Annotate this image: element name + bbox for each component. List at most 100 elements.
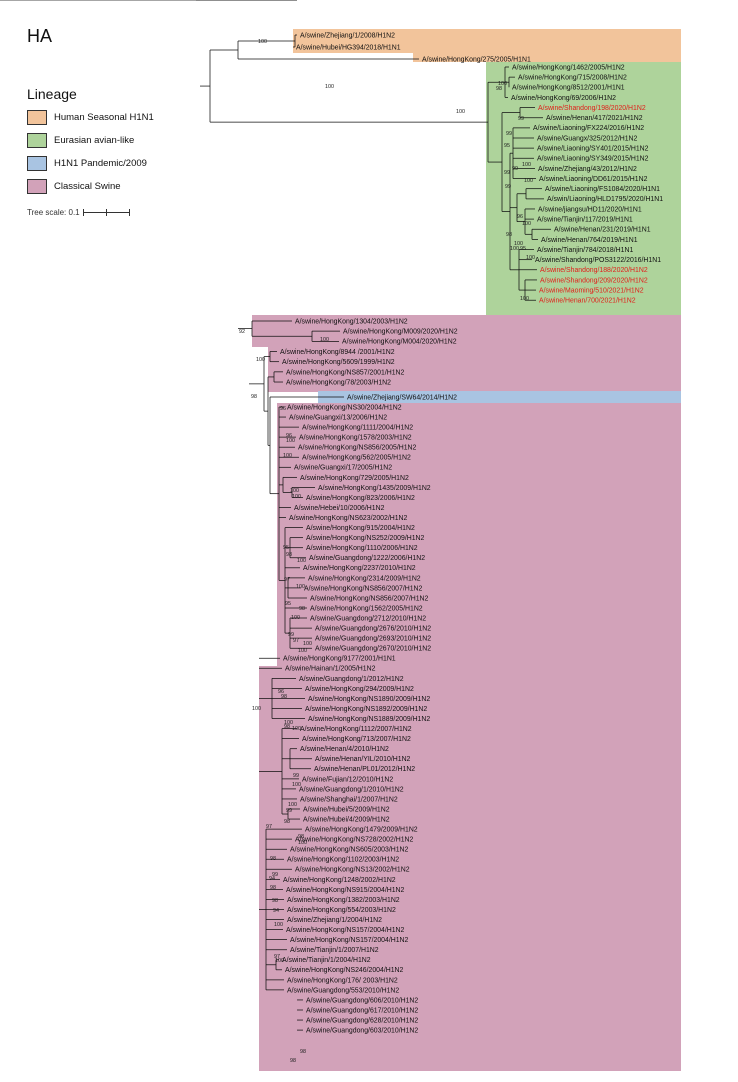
bootstrap-value: 100 <box>286 438 295 444</box>
bootstrap-value: 97 <box>293 638 299 644</box>
taxon-label: A/swine/HongKong/NS915/2004/H1N2 <box>286 887 405 894</box>
bootstrap-value: 100 <box>514 241 523 247</box>
taxon-label: A/swine/HongKong/M004/2020/H1N2 <box>342 339 457 346</box>
bootstrap-value: 98 <box>286 552 292 558</box>
taxon-label: A/swine/HongKong/562/2005/H1N2 <box>302 455 411 462</box>
taxon-label: A/swine/Shandong/198/2020/H1N2 <box>538 105 646 112</box>
taxon-label: A/swine/HongKong/2314/2009/H1N2 <box>308 575 421 582</box>
bootstrap-value: 97 <box>284 577 290 583</box>
taxon-label: A/swine/Hainan/1/2005/H1N2 <box>285 666 376 673</box>
bootstrap-value: 100 <box>498 81 507 87</box>
lineage-box-human-seasonal <box>413 52 681 62</box>
legend-item-human-seasonal: Human Seasonal H1N1 <box>27 106 154 129</box>
taxon-label: A/swine/HongKong/NS157/2004/H1N2 <box>286 927 405 934</box>
bootstrap-value: 98 <box>251 394 257 400</box>
tree-scale: Tree scale: 0.1 <box>27 208 130 217</box>
taxon-label: A/swine/Zhejiang/1/2004/H1N2 <box>287 917 382 924</box>
taxon-label: A/swine/Zhejiang/SW64/2014/H1N2 <box>347 394 457 401</box>
taxon-label: A/swine/Henan/231/2019/H1N1 <box>554 227 651 234</box>
taxon-label: A/swine/Henan/4/2010/H1N2 <box>300 746 389 753</box>
taxon-label: A/swine/HongKong/NS623/2002/H1N2 <box>289 515 408 522</box>
taxon-label: A/swine/Hubei/HG394/2018/H1N1 <box>296 44 401 51</box>
taxon-label: A/swine/HongKong/NS1892/2009/H1N2 <box>305 706 427 713</box>
bootstrap-value: 100 <box>510 246 519 252</box>
bootstrap-value: 95 <box>285 601 291 607</box>
taxon-label: A/swine/Guangdong/603/2010/H1N2 <box>306 1028 418 1035</box>
taxon-label: A/swine/HongKong/713/2007/H1N2 <box>302 736 411 743</box>
taxon-label: A/swine/Guangdong/606/2010/H1N2 <box>306 997 418 1004</box>
bootstrap-value: 96 <box>278 689 284 695</box>
taxon-label: A/swine/Guangdong/2693/2010/H1N2 <box>315 636 431 643</box>
bootstrap-value: 98 <box>272 898 278 904</box>
taxon-label: A/swine/Maoming/510/2021/H1N2 <box>539 287 644 294</box>
bootstrap-value: 98 <box>281 694 287 700</box>
legend-item-eurasian-avian: Eurasian avian-like <box>27 129 154 152</box>
bootstrap-value: 98 <box>300 1049 306 1055</box>
taxon-label: A/swine/Guangdong/628/2010/H1N2 <box>306 1017 418 1024</box>
taxon-label: A/swin/Liaoning/HLD1795/2020/H1N1 <box>547 196 663 203</box>
bootstrap-value: 98 <box>298 834 304 840</box>
bootstrap-value: 100 <box>522 162 531 168</box>
taxon-label: A/swine/Guangdong/2712/2010/H1N2 <box>310 615 426 622</box>
taxon-label: A/swine/Liaoning/FX224/2016/H1N2 <box>533 125 644 132</box>
taxon-label: A/swine/Shandong/POS3122/2016/H1N1 <box>535 257 661 264</box>
taxon-label: A/swine/Hebei/10/2006/H1N2 <box>294 505 385 512</box>
bootstrap-value: 100 <box>292 726 301 732</box>
bootstrap-value: 100 <box>283 453 292 459</box>
bootstrap-value: 100 <box>320 337 329 343</box>
taxon-label: A/swine/HongKong/1562/2005/H1N2 <box>310 605 423 612</box>
bootstrap-value: 100 <box>303 641 312 647</box>
bootstrap-value: 96 <box>286 433 292 439</box>
bootstrap-value: 97 <box>274 954 280 960</box>
bootstrap-value: 100 <box>256 357 265 363</box>
taxon-label: A/swine/HongKong/NS157/2004/H1N2 <box>290 937 409 944</box>
bootstrap-value: 100 <box>274 922 283 928</box>
taxon-label: A/swine/HongKong/78/2003/H1N2 <box>286 379 391 386</box>
bootstrap-value: 98 <box>496 86 502 92</box>
taxon-label: A/swine/HongKong/554/2003/H1N2 <box>287 907 396 914</box>
taxon-label: A/swine/HongKong/1382/2003/H1N2 <box>287 897 400 904</box>
bootstrap-value: 100 <box>292 494 301 500</box>
legend-label: Classical Swine <box>54 181 121 192</box>
taxon-label: A/swine/HongKong/69/2006/H1N2 <box>511 95 616 102</box>
bootstrap-value: 99 <box>505 184 511 190</box>
bootstrap-value: 99 <box>286 808 292 814</box>
legend-item-pandemic-2009: H1N1 Pandemic/2009 <box>27 152 154 175</box>
taxon-label: A/swine/HongKong/1248/2002/H1N2 <box>283 877 396 884</box>
lineage-box-classical-swine <box>259 666 681 1071</box>
taxon-label: A/swine/Shanghai/1/2007/H1N2 <box>300 796 398 803</box>
taxon-label: A/swine/Guangdong/553/2010/H1N2 <box>287 987 399 994</box>
taxon-label: A/swine/HongKong/2237/2010/H1N2 <box>303 565 416 572</box>
taxon-label: A/swine/Zhejiang/1/2008/H1N2 <box>300 32 395 39</box>
taxon-label: A/swine/HongKong/NS857/2001/H1N2 <box>286 369 405 376</box>
taxon-label: A/swine/Fujian/12/2010/H1N2 <box>302 776 393 783</box>
taxon-label: A/swine/HongKong/1462/2005/H1N2 <box>512 64 625 71</box>
bootstrap-value: 100 <box>456 109 465 115</box>
taxon-label: A/swine/Henan/700/2021/H1N2 <box>539 298 636 305</box>
bootstrap-value: 99 <box>293 773 299 779</box>
bootstrap-value: 100 <box>288 802 297 808</box>
taxon-label: A/swine/Liaoning/SY349/2015/H1N2 <box>537 156 649 163</box>
taxon-label: A/swine/HongKong/1112/2007/H1N2 <box>300 726 412 733</box>
taxon-label: A/swine/HongKong/1111/2004/H1N2 <box>302 425 413 432</box>
taxon-label: A/swine/HongKong/5609/1999/H1N2 <box>282 359 395 366</box>
taxon-label: A/swine/Henan/YIL/2010/H1N2 <box>315 756 411 763</box>
taxon-label: A/swine/HongKong/1479/2009/H1N2 <box>305 827 418 834</box>
legend-swatch <box>27 133 47 148</box>
taxon-label: A/swine/HongKong/NS252/2009/H1N2 <box>306 535 425 542</box>
bootstrap-value: 100 <box>298 648 307 654</box>
bootstrap-value: 99 <box>504 170 510 176</box>
lineage-box-eurasian-avian <box>486 62 681 317</box>
bootstrap-value: 98 <box>270 856 276 862</box>
bootstrap-value: 100 <box>258 39 267 45</box>
taxon-label: A/swine/HongKong/M009/2020/H1N2 <box>343 329 458 336</box>
taxon-label: A/swine/Tianjin/784/2018/H1N1 <box>537 247 633 254</box>
taxon-label: A/swine/Guangdong/1/2012/H1N2 <box>299 676 404 683</box>
bootstrap-value: 100 <box>252 706 261 712</box>
tree-scale-bar <box>82 209 130 216</box>
bootstrap-value: 100 <box>520 296 529 302</box>
taxon-label: A/swine/Guangx/325/2012/H1N2 <box>537 135 638 142</box>
taxon-label: A/swine/Liaoning/DD61/2015/H1N2 <box>539 176 648 183</box>
taxon-label: A/swine/HongKong/1578/2003/H1N2 <box>299 435 412 442</box>
taxon-label: A/swine/HongKong/1102/2003/H1N2 <box>287 857 399 864</box>
